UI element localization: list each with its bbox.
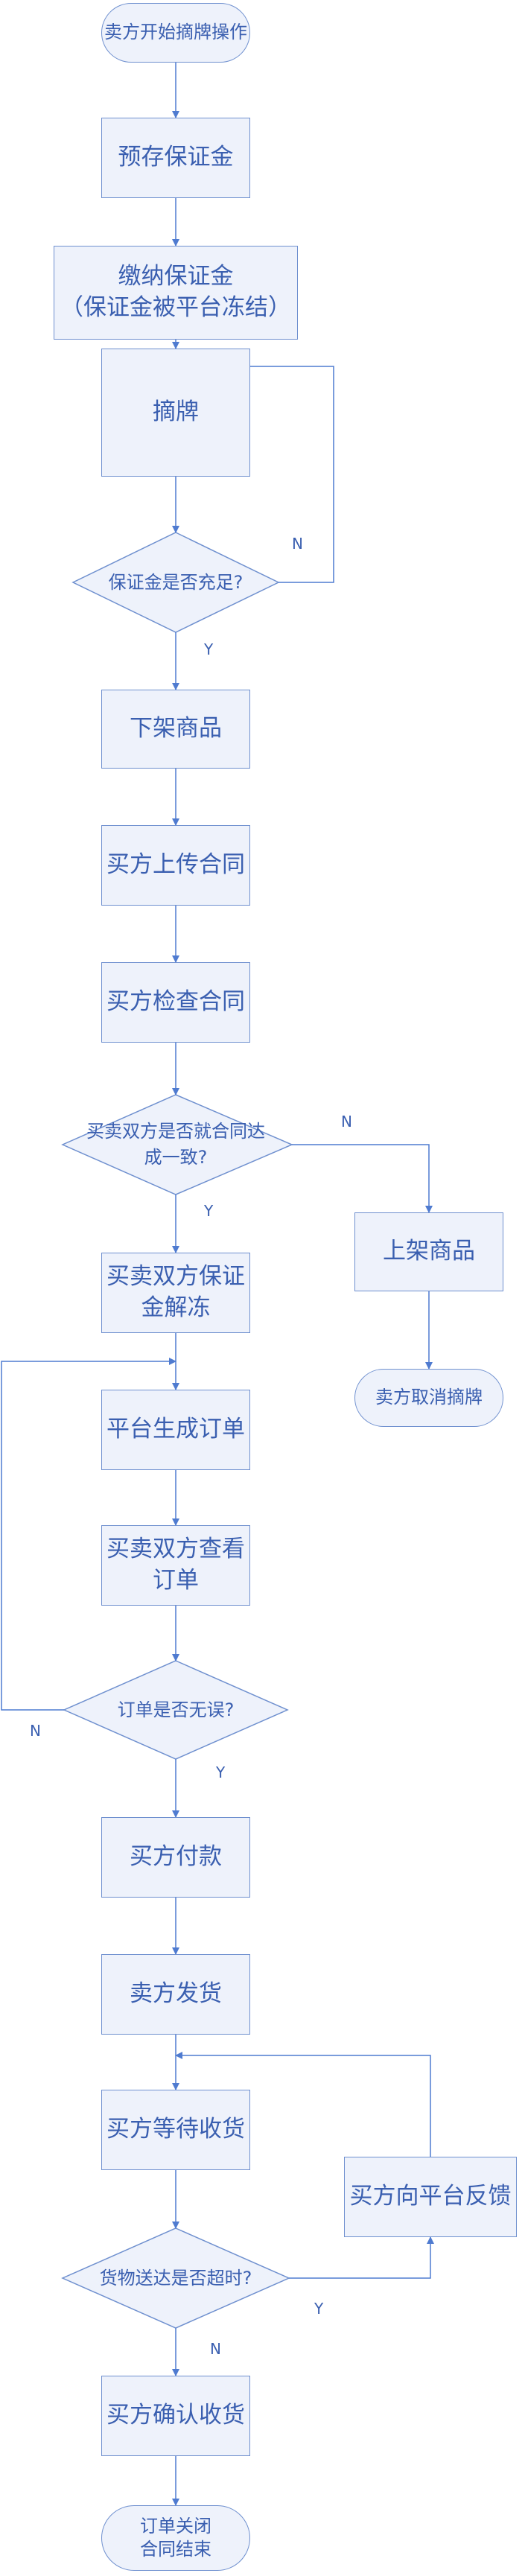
buyer-pay-node: 买方付款: [101, 1817, 250, 1898]
confirm-node: 买方确认收货: [101, 2376, 250, 2456]
ship-label: 卖方发货: [130, 1980, 222, 2008]
edge-feedback-wait: [175, 2052, 431, 2157]
end-label-line2: 合同结束: [140, 2539, 211, 2560]
unfreeze-node: 买卖双方保证 金解冻: [101, 1253, 250, 1333]
label-y-agree: Y: [204, 1202, 214, 1220]
edge-timeout-y-feedback: [289, 2236, 434, 2279]
buyer-pay-label: 买方付款: [130, 1843, 222, 1871]
relist-label: 上架商品: [383, 1238, 475, 1265]
prepay-label: 预存保证金: [118, 144, 234, 171]
feedback-node: 买方向平台反馈: [344, 2157, 517, 2237]
ship-node: 卖方发货: [101, 1954, 250, 2035]
edge-agree-n-relist: [292, 1144, 433, 1213]
confirm-label: 买方确认收货: [106, 2402, 245, 2429]
label-n-timeout: N: [210, 2340, 221, 2358]
prepay-node: 预存保证金: [101, 118, 250, 198]
feedback-label: 买方向平台反馈: [349, 2183, 512, 2210]
end-node: 订单关闭 合同结束: [101, 2505, 250, 2571]
pay-deposit-line2: （保证金被平台冻结）: [60, 294, 291, 321]
inspect-node: 买方检查合同: [101, 962, 250, 1043]
label-y-deposit: Y: [204, 640, 214, 658]
upload-label: 买方上传合同: [106, 851, 245, 879]
start-node: 卖方开始摘牌操作: [101, 3, 250, 63]
view-order-line2: 订单: [153, 1567, 199, 1594]
agree-text-line2: 成一致?: [144, 1147, 208, 1168]
view-order-line1: 买卖双方查看: [106, 1536, 245, 1563]
view-order-node: 买卖双方查看 订单: [101, 1525, 250, 1606]
delist-node: 摘牌: [101, 349, 250, 477]
agree-text-line1: 买卖双方是否就合同达: [86, 1121, 265, 1142]
takedown-node: 下架商品: [101, 690, 250, 769]
wait-node: 买方等待收货: [101, 2090, 250, 2170]
label-n-order: N: [30, 1722, 41, 1740]
edge-check-n-loop: [175, 363, 334, 583]
label-n-deposit: N: [292, 535, 303, 553]
unfreeze-line1: 买卖双方保证: [106, 1263, 245, 1291]
cancel-label: 卖方取消摘牌: [375, 1387, 483, 1408]
label-y-timeout: Y: [314, 2300, 324, 2318]
end-label-line1: 订单关闭: [140, 2515, 211, 2537]
inspect-label: 买方检查合同: [106, 988, 245, 1016]
agree-text: 买卖双方是否就合同达 成一致?: [71, 1117, 280, 1172]
upload-node: 买方上传合同: [101, 825, 250, 906]
wait-label: 买方等待收货: [106, 2116, 245, 2143]
gen-order-label: 平台生成订单: [106, 1416, 245, 1443]
start-label: 卖方开始摘牌操作: [104, 22, 247, 43]
check-deposit-text: 保证金是否充足?: [108, 571, 244, 593]
timeout-text: 货物送达是否超时?: [99, 2267, 252, 2289]
pay-deposit-line1: 缴纳保证金: [118, 263, 234, 290]
label-y-order: Y: [216, 1764, 226, 1781]
label-n-agree: N: [341, 1113, 352, 1130]
relist-node: 上架商品: [354, 1212, 503, 1291]
pay-deposit-node: 缴纳保证金 （保证金被平台冻结）: [54, 246, 298, 340]
order-ok-text: 订单是否无误?: [117, 1699, 235, 1720]
gen-order-node: 平台生成订单: [101, 1390, 250, 1470]
delist-label: 摘牌: [153, 398, 199, 426]
unfreeze-line2: 金解冻: [141, 1294, 211, 1321]
cancel-node: 卖方取消摘牌: [354, 1369, 503, 1427]
takedown-label: 下架商品: [130, 715, 222, 742]
edge-orderok-n-loop: [1, 1358, 176, 1711]
